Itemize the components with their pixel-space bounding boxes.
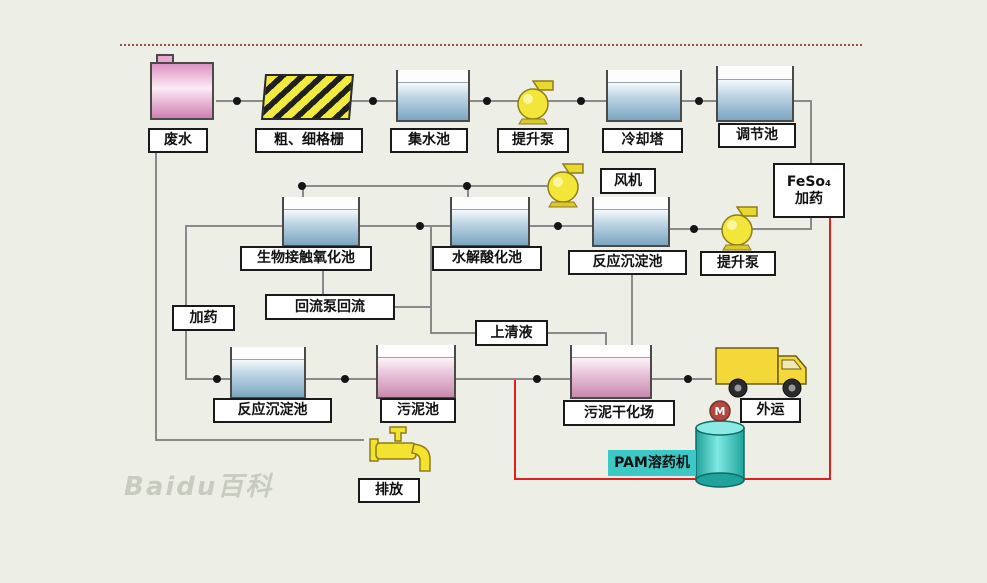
label-supernatant: 上清液 (475, 320, 548, 346)
pipe (810, 100, 812, 163)
label-fan: 风机 (600, 168, 656, 194)
label-transport: 外运 (740, 398, 801, 423)
junction-dot (554, 222, 562, 230)
junction-dot (463, 182, 471, 190)
fan-pump-icon (547, 163, 584, 208)
junction-dot (416, 222, 424, 230)
faucet-icon (369, 426, 431, 472)
junction-dot (577, 97, 585, 105)
dosing-pipe-red (514, 478, 831, 480)
motor-icon (709, 400, 731, 422)
bar-screen-icon (260, 74, 355, 120)
pump-icon (517, 80, 554, 125)
top-dotted-divider (120, 44, 862, 46)
discharge-pipe (155, 439, 364, 441)
sludge-pipe (631, 275, 633, 345)
water (378, 357, 454, 397)
junction-dot (684, 375, 692, 383)
reflux-pipe (395, 306, 430, 308)
pipe (456, 378, 570, 380)
air-drop-pipe (467, 185, 469, 197)
label-sludge-tank: 污泥池 (380, 398, 456, 423)
water (232, 359, 304, 397)
pipe (155, 152, 157, 440)
pipe (360, 225, 450, 227)
water (572, 357, 650, 397)
junction-dot (695, 97, 703, 105)
pipe (810, 218, 812, 230)
label-regulating-tank: 调节池 (718, 123, 796, 148)
water (284, 208, 358, 245)
motor-label: M (715, 405, 726, 418)
label-feso4-line2: 加药 (795, 190, 823, 207)
junction-dot (690, 225, 698, 233)
junction-dot (213, 375, 221, 383)
junction-dot (369, 97, 377, 105)
truck-icon (715, 347, 807, 398)
water (594, 208, 668, 245)
cooling-tower-tank (606, 70, 682, 122)
junction-dot (298, 182, 306, 190)
air-drop-pipe (302, 185, 304, 197)
water (608, 82, 680, 120)
pipe (794, 100, 812, 102)
wastewater-tank-cap (156, 54, 174, 64)
junction-dot (533, 375, 541, 383)
pipe (546, 100, 606, 102)
dosing-pipe-red (829, 218, 831, 480)
label-lift-pump-1: 提升泵 (497, 128, 569, 153)
label-collecting-tank: 集水池 (390, 128, 468, 153)
air-pipe (302, 185, 548, 187)
label-pam-machine: PAM溶药机 (608, 450, 696, 476)
pipe (185, 225, 187, 378)
label-reflux: 回流泵回流 (265, 294, 395, 320)
label-bio-tank: 生物接触氧化池 (240, 246, 372, 271)
hydrolysis-acidification-tank (450, 197, 530, 247)
reaction-sedimentation-tank-2 (230, 347, 306, 399)
watermark: Baidu百科 (124, 472, 274, 502)
label-screen: 粗、细格栅 (255, 128, 363, 153)
sludge-tank (376, 345, 456, 399)
sludge-drying-field-tank (570, 345, 652, 399)
label-sludge-drying: 污泥干化场 (563, 400, 675, 426)
pipe (470, 100, 520, 102)
label-dosing: 加药 (172, 305, 235, 331)
dosing-pipe-red (514, 380, 516, 478)
label-feso4-line1: FeSo₄ (786, 174, 832, 191)
label-wastewater: 废水 (148, 128, 208, 153)
junction-dot (233, 97, 241, 105)
water (718, 78, 792, 120)
wastewater-tank (150, 62, 214, 120)
supernatant-pipe (548, 332, 605, 334)
label-reaction-tank-1: 反应沉淀池 (568, 250, 687, 275)
pam-dissolver-icon: M (695, 400, 745, 488)
bio-contact-oxidation-tank (282, 197, 360, 247)
collecting-tank (396, 70, 470, 122)
reflux-pipe (430, 225, 432, 333)
label-lift-pump-2: 提升泵 (700, 251, 776, 276)
regulating-tank (716, 66, 794, 122)
supernatant-pipe (430, 332, 475, 334)
pipe (750, 228, 812, 230)
supernatant-pipe (605, 332, 607, 345)
pipe (185, 225, 282, 227)
water (398, 82, 468, 120)
label-reaction-tank-2: 反应沉淀池 (213, 398, 332, 423)
label-hydrolysis-tank: 水解酸化池 (432, 246, 542, 271)
label-feso4-dosing: FeSo₄ 加药 (773, 163, 845, 218)
reaction-sedimentation-tank-1 (592, 197, 670, 247)
pipe (652, 378, 712, 380)
label-cooling-tower: 冷却塔 (602, 128, 683, 153)
lift-pump-icon (721, 206, 758, 251)
label-discharge: 排放 (358, 478, 420, 503)
pipe (185, 378, 230, 380)
junction-dot (341, 375, 349, 383)
water (452, 208, 528, 245)
junction-dot (483, 97, 491, 105)
